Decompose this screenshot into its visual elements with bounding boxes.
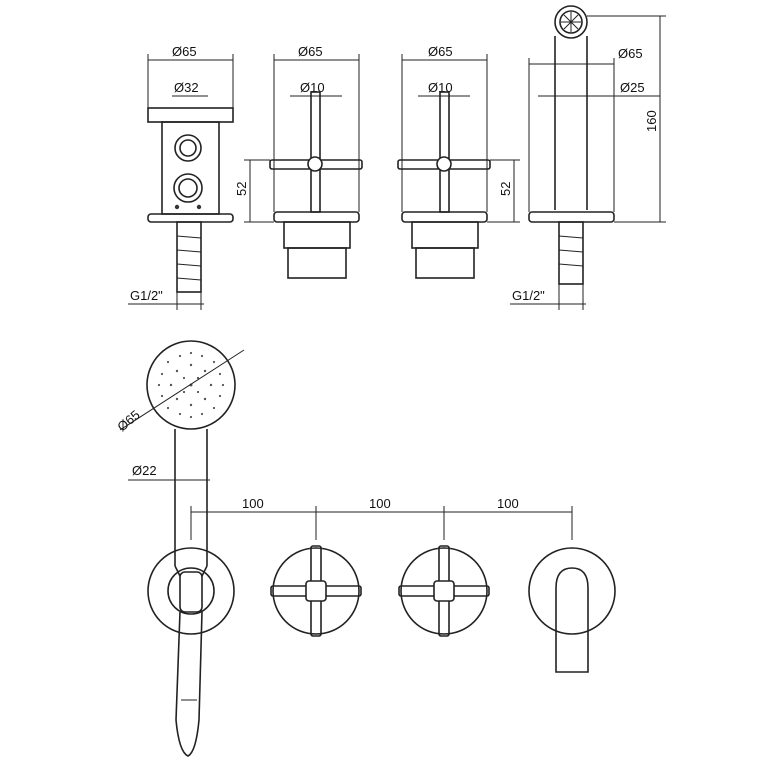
- dim-spacing-3: 100: [497, 496, 519, 511]
- dim-outer-diameter-3: Ø65: [428, 44, 453, 59]
- cross-handle-1: [270, 545, 362, 637]
- dim-total-height: 160: [644, 110, 659, 132]
- dim-handle-diameter: Ø22: [132, 463, 157, 478]
- shower-nozzles: [157, 351, 225, 419]
- cross-handle-2: [398, 545, 490, 637]
- dim-thread-4: G1/2": [512, 288, 545, 303]
- dim-height-3: 52: [498, 182, 513, 196]
- side-view-valve-1: Ø65 Ø10 52: [234, 44, 363, 279]
- dim-height-2: 52: [234, 182, 249, 196]
- dim-outer-diameter-2: Ø65: [298, 44, 323, 59]
- dim-spacing-2: 100: [369, 496, 391, 511]
- dim-inner-diameter: Ø32: [174, 80, 199, 95]
- handshower-holder: [147, 547, 235, 757]
- front-view: Ø65 Ø22 100 100 100: [114, 340, 616, 757]
- side-view-valve-2: Ø65 Ø10 52: [397, 44, 520, 279]
- dim-outer-diameter: Ø65: [172, 44, 197, 59]
- dim-spout-diameter: Ø25: [620, 80, 645, 95]
- spout: [528, 547, 616, 673]
- dim-shower-head-diameter: Ø65: [114, 407, 142, 434]
- dim-outer-diameter-4: Ø65: [618, 46, 643, 61]
- side-view-diverter: Ø65 Ø32 G1/2": [128, 44, 234, 310]
- side-view-holder: Ø65 Ø25 160 G1/2": [510, 5, 666, 310]
- dim-thread: G1/2": [130, 288, 163, 303]
- dim-spacing-1: 100: [242, 496, 264, 511]
